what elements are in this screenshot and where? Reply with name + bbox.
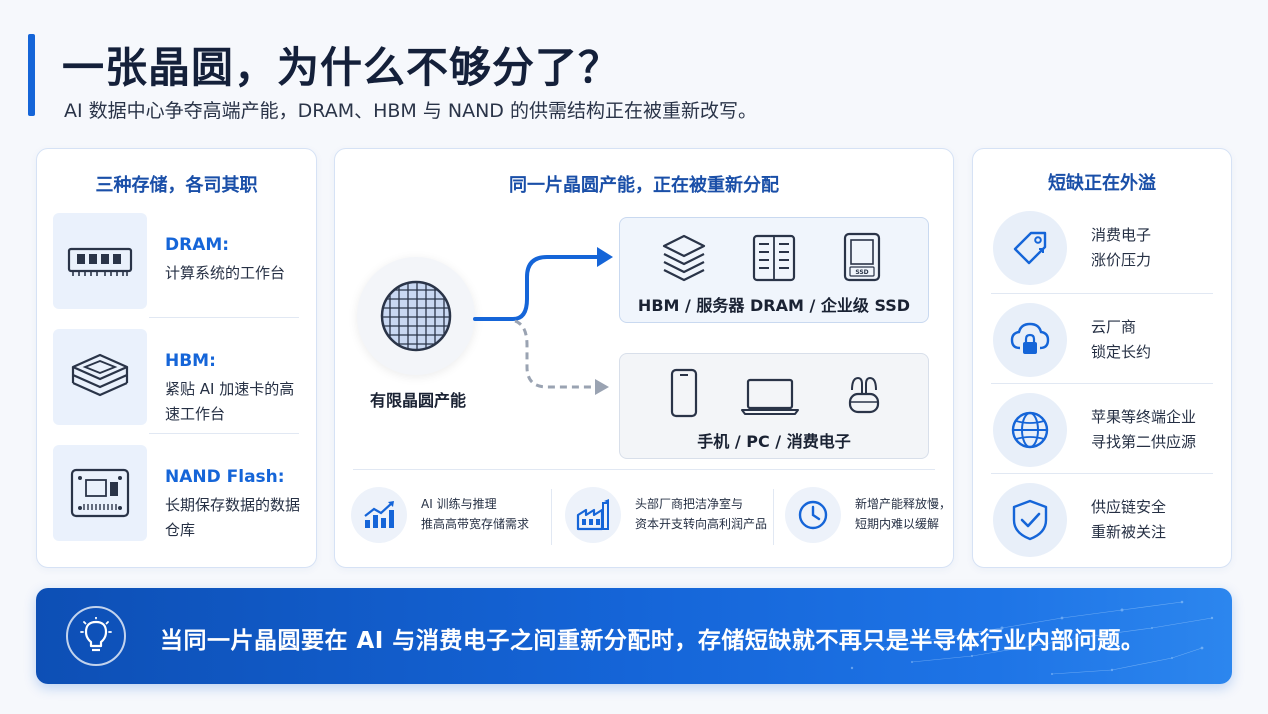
divider	[149, 433, 299, 434]
spillover-item-consumer: 消费电子 涨价压力	[991, 203, 1215, 293]
driver-line: 新增产能释放慢，	[855, 497, 952, 511]
title-accent-bar	[28, 34, 35, 116]
ram-module-icon	[53, 213, 147, 309]
consumer-output-label: 手机 / PC / 消费电子	[697, 432, 851, 451]
conclusion-banner: 当同一片晶圆要在 AI 与消费电子之间重新分配时，存储短缺就不再只是半导体行业内…	[36, 588, 1232, 684]
driver-line: 短期内难以缓解	[855, 517, 940, 531]
page-title: 一张晶圆，为什么不够分了？	[62, 43, 622, 92]
server-rack-icon	[750, 234, 798, 286]
shield-check-icon	[993, 483, 1067, 557]
banner-decoration	[850, 600, 1214, 675]
clock-icon	[785, 487, 841, 543]
driver-line: 推高高带宽存储需求	[421, 517, 530, 531]
wafer-capacity-label: 有限晶圆产能	[369, 391, 466, 410]
high-end-output-label: HBM / 服务器 DRAM / 企业级 SSD	[637, 296, 911, 315]
spillover-line: 重新被关注	[1091, 523, 1167, 541]
globe-icon	[993, 393, 1067, 467]
secondary-flow-arrow	[514, 319, 595, 389]
spillover-line: 寻找第二供应源	[1091, 433, 1197, 451]
earbuds-icon	[844, 372, 884, 420]
storage-item-dram: DRAM: 计算系统的工作台	[53, 213, 301, 309]
ssd-drive-icon	[53, 445, 147, 541]
storage-types-title: 三种存储，各司其职	[95, 175, 258, 196]
spillover-line: 涨价压力	[1091, 251, 1152, 269]
storage-types-panel: 三种存储，各司其职 DRAM: 计算系统的工作台	[36, 148, 317, 568]
storage-desc: 长期保存数据的数据仓库	[165, 496, 301, 539]
storage-item-nand: NAND Flash: 长期保存数据的数据仓库	[53, 445, 301, 541]
storage-name: HBM:	[165, 351, 216, 371]
divider	[773, 489, 774, 545]
primary-arrow-head	[597, 247, 613, 267]
driver-line: AI 训练与推理	[421, 497, 497, 511]
divider	[551, 489, 552, 545]
spillover-line: 云厂商	[1091, 318, 1137, 336]
spillover-item-apple: 苹果等终端企业 寻找第二供应源	[991, 385, 1215, 475]
spillover-line: 锁定长约	[1091, 343, 1152, 361]
layers-icon	[660, 232, 708, 286]
spillover-text: 苹果等终端企业 寻找第二供应源	[1091, 405, 1196, 455]
shortage-spillover-title: 短缺正在外溢	[1048, 173, 1156, 194]
spillover-text: 云厂商 锁定长约	[1091, 315, 1151, 365]
ssd-icon: SSD	[842, 232, 882, 286]
spillover-item-supply-chain: 供应链安全 重新被关注	[991, 475, 1215, 565]
divider	[353, 469, 935, 470]
factory-icon	[565, 487, 621, 543]
divider	[991, 293, 1213, 294]
wafer-allocation-title: 同一片晶圆产能，正在被重新分配	[509, 175, 779, 196]
laptop-icon	[740, 376, 800, 420]
storage-desc: 紧贴 AI 加速卡的高速工作台	[165, 380, 295, 423]
spillover-text: 供应链安全 重新被关注	[1091, 495, 1166, 545]
spillover-text: 消费电子 涨价压力	[1091, 223, 1151, 273]
allocation-arrows	[473, 247, 613, 395]
driver-text: 新增产能释放慢， 短期内难以缓解	[855, 494, 951, 534]
storage-item-hbm: HBM: 紧贴 AI 加速卡的高速工作台	[53, 329, 301, 425]
driver-text: 头部厂商把洁净室与 资本开支转向高利润产品	[635, 494, 767, 534]
page-subtitle: AI 数据中心争夺高端产能，DRAM、HBM 与 NAND 的供需结构正在被重新…	[64, 100, 757, 122]
conclusion-text: 当同一片晶圆要在 AI 与消费电子之间重新分配时，存储短缺就不再只是半导体行业内…	[160, 628, 1145, 654]
secondary-arrow-head	[595, 379, 609, 395]
divider	[149, 317, 299, 318]
driver-line: 头部厂商把洁净室与	[635, 497, 744, 511]
lightbulb-icon	[66, 606, 126, 666]
shortage-spillover-panel: 短缺正在外溢 消费电子 涨价压力 云厂商 锁定长约	[972, 148, 1232, 568]
driver-line: 资本开支转向高利润产品	[635, 517, 768, 531]
wafer-icon	[357, 257, 475, 375]
ssd-icon-text: SSD	[855, 269, 869, 276]
divider	[991, 473, 1213, 474]
driver-text: AI 训练与推理 推高高带宽存储需求	[421, 494, 529, 534]
spillover-line: 供应链安全	[1091, 498, 1167, 516]
spillover-line: 苹果等终端企业	[1091, 408, 1197, 426]
spillover-item-cloud: 云厂商 锁定长约	[991, 295, 1215, 385]
divider	[991, 383, 1213, 384]
price-tag-icon	[993, 211, 1067, 285]
wafer-allocation-panel: 同一片晶圆产能，正在被重新分配 有限晶圆产能	[334, 148, 954, 568]
storage-desc: 计算系统的工作台	[165, 264, 286, 282]
storage-name: NAND Flash:	[165, 467, 285, 487]
cloud-lock-icon	[993, 303, 1067, 377]
primary-flow-arrow	[473, 255, 599, 321]
high-end-output-box: SSD HBM / 服务器 DRAM / 企业级 SSD	[619, 217, 929, 323]
consumer-output-box: 手机 / PC / 消费电子	[619, 353, 929, 459]
growth-chart-icon	[351, 487, 407, 543]
phone-icon	[668, 368, 700, 422]
spillover-line: 消费电子	[1091, 226, 1152, 244]
stacked-chip-icon	[53, 329, 147, 425]
storage-name: DRAM:	[165, 235, 230, 255]
